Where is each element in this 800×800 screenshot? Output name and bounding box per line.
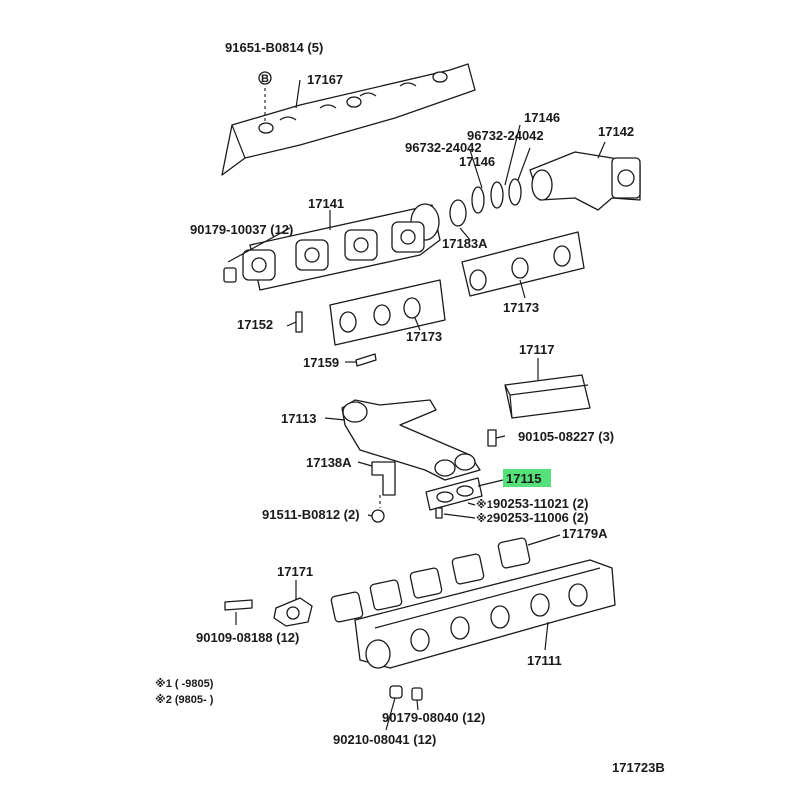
label-90109-08188: 90109-08188 (12): [196, 630, 299, 645]
label-17152: 17152: [237, 317, 273, 332]
insulator-17117: [504, 374, 591, 419]
exhaust-manifold-17141: [242, 203, 441, 291]
gasket-17115: [425, 477, 483, 511]
nut-90179-08040: [411, 687, 423, 701]
legend-note-2: ※2 (9805- ): [155, 694, 214, 706]
stud-90109-08188: [224, 599, 253, 611]
label-90179-10037: 90179-10037 (12): [190, 222, 293, 237]
label-17146-top: 17146: [524, 110, 560, 125]
label-91651-b0814: 91651-B0814 (5): [225, 40, 323, 55]
label-96732-24042-b: 96732-24042: [405, 140, 482, 155]
legend-note-1: ※1 ( -9805): [155, 678, 214, 690]
label-17111: 17111: [527, 653, 562, 668]
gasket-ring-c: [471, 186, 485, 214]
label-90253-11006: 90253-11006 (2): [493, 510, 588, 525]
label-17173-right: 17173: [503, 300, 539, 315]
label-17171: 17171: [277, 564, 313, 579]
label-17167: 17167: [307, 72, 343, 87]
label-17146-mid: 17146: [459, 154, 495, 169]
leader-lines: [227, 79, 606, 731]
label-17115: 17115: [506, 471, 541, 486]
label-90253-11021: 90253-11021 (2): [493, 496, 588, 511]
label-17117: 17117: [519, 342, 554, 357]
label-90210-08041: 90210-08041 (12): [333, 732, 436, 747]
circled-b-mark: [258, 71, 272, 85]
stud-17152: [295, 311, 303, 333]
label-17183a: 17183A: [442, 236, 488, 251]
label-17159: 17159: [303, 355, 339, 370]
exhaust-pipe-17142: [529, 151, 641, 211]
label-90105-08227: 90105-08227 (3): [518, 429, 614, 444]
pipe-17113: [341, 399, 481, 481]
label-17173-left: 17173: [406, 329, 442, 344]
star1-mark: ※1: [476, 499, 493, 511]
highlight-17115: [503, 469, 551, 487]
nut-90179-10037: [223, 267, 237, 283]
gasket-17183a: [449, 199, 467, 227]
circled-b-mark-2: [371, 509, 385, 523]
diagram-id: 171723B: [612, 760, 665, 775]
circled-b-text: B: [261, 73, 269, 85]
heat-insulator-17167: [221, 63, 476, 176]
bracket-17138a: [371, 461, 396, 496]
gasket-17173-right: [461, 231, 585, 297]
bolt-90105-08227: [487, 429, 497, 447]
gasket-row-17179a: [330, 537, 531, 623]
label-17142: 17142: [598, 124, 634, 139]
stud-17159: [355, 353, 377, 367]
label-17141: 17141: [308, 196, 344, 211]
label-17113: 17113: [281, 411, 316, 426]
gasket-ring-b: [490, 181, 504, 209]
exhaust-manifold-17111: [354, 559, 616, 669]
gasket-ring-a: [508, 178, 522, 206]
label-96732-24042-a: 96732-24042: [467, 128, 544, 143]
label-17179a: 17179A: [562, 526, 608, 541]
gasket-17173-left: [329, 279, 446, 346]
nut-90253: [435, 507, 443, 519]
label-91511-b0812: 91511-B0812 (2): [262, 507, 360, 522]
label-90179-08040: 90179-08040 (12): [382, 710, 485, 725]
nut-90210-08041: [389, 685, 403, 699]
star2-mark: ※2: [476, 513, 493, 525]
label-17138a: 17138A: [306, 455, 352, 470]
